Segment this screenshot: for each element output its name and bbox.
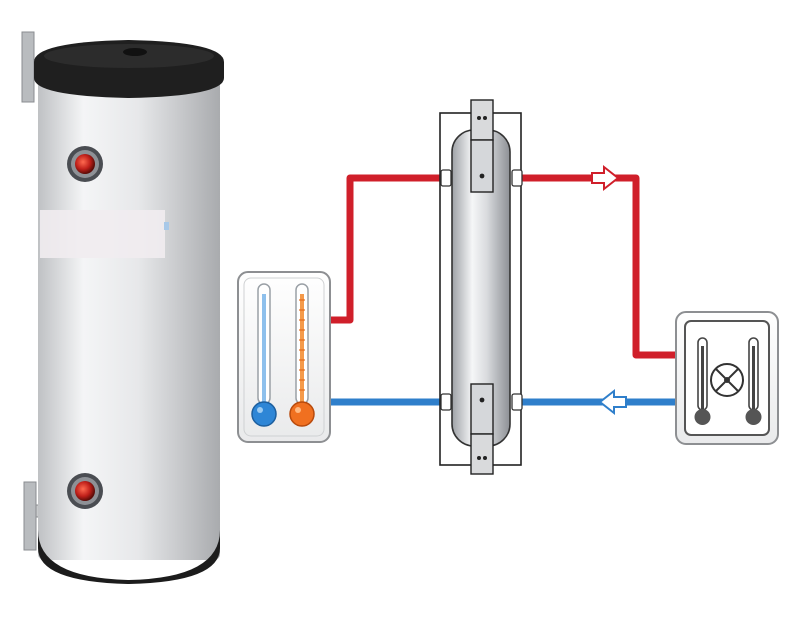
- heat-pump-fan-icon: [710, 363, 744, 397]
- buffer-nozzles: [440, 169, 523, 411]
- indoor-thermometer-unit: [237, 271, 331, 443]
- cold-thermometer-icon: [251, 283, 277, 427]
- heat-pump-thermometer-right-icon: [745, 337, 762, 425]
- hot-supply-pipe: [330, 174, 680, 359]
- tank-label-patch: [40, 210, 165, 258]
- tank-port-upper-icon: [67, 146, 103, 182]
- tank-body: [38, 70, 220, 560]
- tank-label-mark: [164, 222, 169, 230]
- buffer-bracket-bottom: [470, 383, 494, 475]
- tank-top-cap: [34, 40, 224, 98]
- flow-arrow-left-icon: [598, 388, 627, 416]
- storage-tank: [21, 31, 224, 584]
- heat-pump-thermometer-left-icon: [694, 337, 711, 425]
- tank-port-lower-icon: [67, 473, 103, 509]
- hot-thermometer-icon: [289, 283, 315, 427]
- buffer-bracket-top: [470, 99, 494, 193]
- buffer-tank: [439, 99, 523, 475]
- flow-arrow-right-icon: [591, 164, 620, 192]
- heat-pump-unit: [675, 311, 779, 445]
